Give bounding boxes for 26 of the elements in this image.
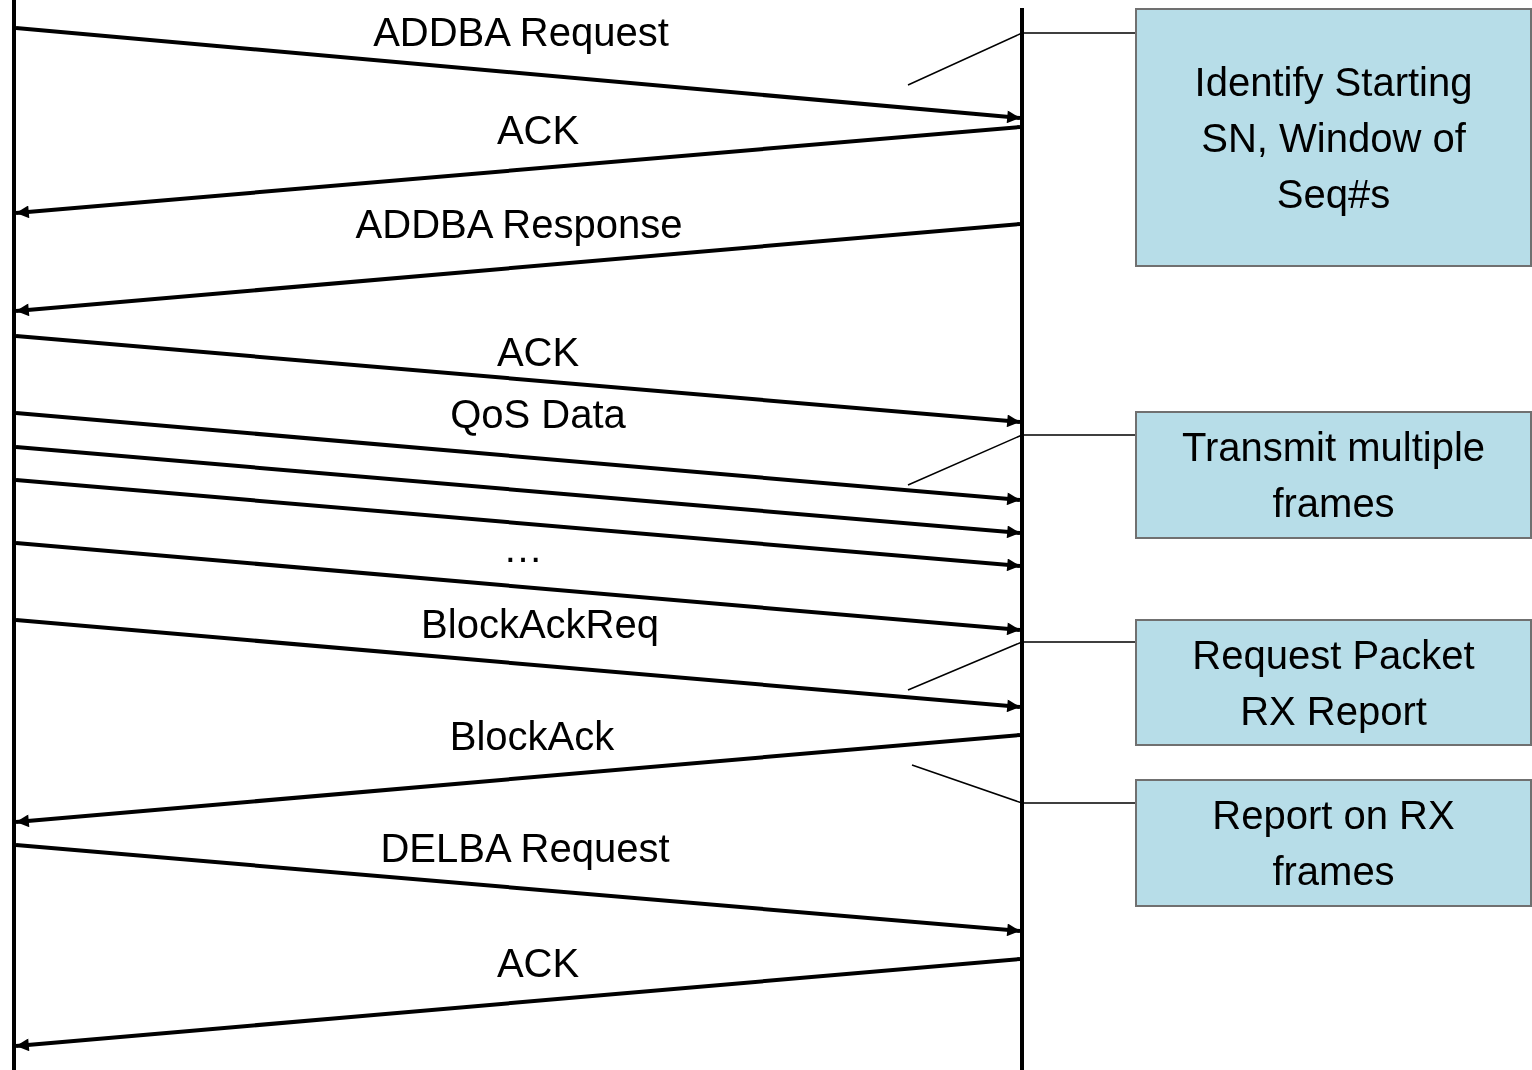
message-arrow xyxy=(15,957,1021,1052)
note-text: Report on RX frames xyxy=(1211,792,1456,895)
lifeline xyxy=(12,0,16,1070)
note-text: Request Packet RX Report xyxy=(1191,631,1476,735)
message-arrow xyxy=(15,411,1021,506)
message-arrow xyxy=(15,26,1021,124)
leader-line xyxy=(907,641,1136,691)
leader-line xyxy=(907,32,1136,86)
message-arrow xyxy=(15,334,1021,428)
note-box xyxy=(1135,8,1532,267)
leader-line xyxy=(907,434,1136,486)
lifeline xyxy=(1020,8,1024,1070)
note-box xyxy=(1135,779,1532,907)
message-arrow xyxy=(15,843,1021,937)
note-box xyxy=(1135,619,1532,746)
note-box xyxy=(1135,411,1532,539)
message-arrow xyxy=(15,618,1021,713)
note-text: Transmit multiple frames xyxy=(1181,424,1486,527)
message-arrow xyxy=(15,541,1021,636)
message-arrow xyxy=(15,222,1021,317)
message-arrow xyxy=(15,445,1021,539)
message-arrow xyxy=(15,733,1021,828)
leader-line xyxy=(911,764,1136,804)
note-text: Identify Starting SN, Window of Seq#s xyxy=(1193,58,1474,218)
message-arrow xyxy=(15,478,1021,572)
message-arrow xyxy=(15,125,1021,219)
